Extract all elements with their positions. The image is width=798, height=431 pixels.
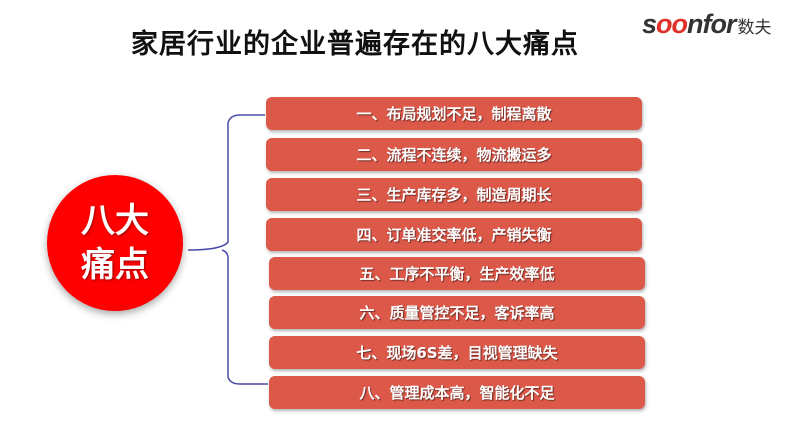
pain-point-item: 八、管理成本高，智能化不足 <box>269 376 645 409</box>
pain-point-item: 五、工序不平衡，生产效率低 <box>269 257 645 290</box>
center-label-line2: 痛点 <box>81 245 149 285</box>
pain-point-item: 六、质量管控不足，客诉率高 <box>269 296 645 329</box>
pain-point-item: 七、现场6S差，目视管理缺失 <box>269 336 645 369</box>
page-title: 家居行业的企业普遍存在的八大痛点 <box>131 29 579 60</box>
logo-infinity: oo <box>656 9 688 39</box>
logo-text: s <box>642 9 657 39</box>
pain-point-item: 三、生产库存多，制造周期长 <box>266 178 642 211</box>
center-label-line1: 八大 <box>81 201 149 241</box>
pain-point-item: 一、布局规划不足，制程离散 <box>266 97 642 130</box>
logo-cn: 数夫 <box>737 18 772 37</box>
logo-text: nfor <box>687 9 736 39</box>
pain-point-item: 二、流程不连续，物流搬运多 <box>266 138 642 171</box>
pain-point-item: 四、订单准交率低，产销失衡 <box>266 218 642 251</box>
center-circle: 八大 痛点 <box>47 175 183 311</box>
